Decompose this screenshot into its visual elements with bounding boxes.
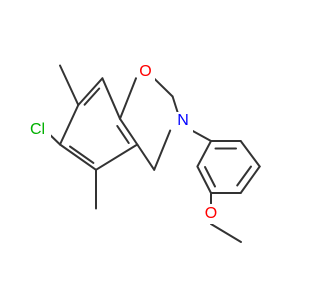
bond-c8a-o1 <box>119 77 137 120</box>
bond-c6-c5-double <box>69 145 95 164</box>
bond-c8-c7-double <box>83 87 101 106</box>
bond-o-methyl <box>210 223 242 243</box>
bond-ar-c4-c5 <box>239 165 261 194</box>
nitrogen-label-bg <box>175 112 193 134</box>
molecule-diagram: O N Cl O <box>24 63 261 243</box>
oxygen-ring-label: O <box>139 63 151 80</box>
bond-c7-c6 <box>59 104 80 146</box>
bond-c6-c5 <box>59 143 97 171</box>
bond-c8a-c8 <box>101 77 121 120</box>
bond-c8-c7 <box>77 77 104 106</box>
bond-ar-c4-c5-double <box>236 165 252 187</box>
nitrogen-label: N <box>177 112 189 129</box>
bond-c2-n3 <box>171 95 179 115</box>
bond-ar-c5-c6 <box>239 140 261 168</box>
bond-n3-c4 <box>153 129 172 171</box>
bond-c4a-c8a-double <box>116 125 130 144</box>
chlorine-label-bg <box>24 118 51 140</box>
bond-n-aryl <box>190 129 212 142</box>
bond-ar-c2-c3-double <box>204 166 216 188</box>
oxygen-methoxy-label-bg <box>202 204 220 224</box>
bond-o1-c2 <box>153 77 174 98</box>
bond-c5-c4a <box>95 143 139 171</box>
bond-c4a-c8a <box>119 117 139 146</box>
bond-c4-c4a <box>136 143 156 171</box>
bond-ar-c1-c2 <box>196 140 212 168</box>
bond-methyl-c7 <box>59 64 80 106</box>
oxygen-ring-label-bg <box>137 66 155 86</box>
molecule-structure: O N Cl O <box>24 63 261 243</box>
chlorine-label: Cl <box>30 121 45 138</box>
oxygen-methoxy-label: O <box>205 205 217 222</box>
bond-ar-c2-c3 <box>196 165 212 194</box>
